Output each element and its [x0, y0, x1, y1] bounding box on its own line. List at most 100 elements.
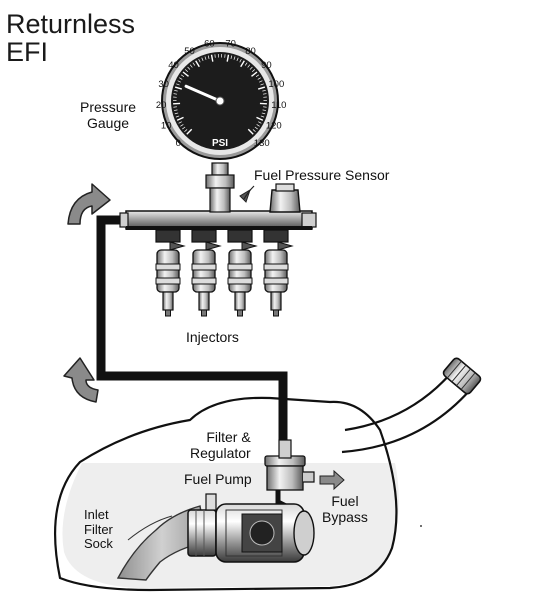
- flow-arrow-lower: [63, 357, 99, 403]
- injector-tip: [198, 291, 210, 311]
- injector-tip: [234, 291, 246, 311]
- gauge-scale-label: 130: [254, 138, 270, 149]
- title-line-1: Returnless: [6, 9, 136, 39]
- fuel-cap: [442, 357, 482, 395]
- fuel-bypass-label: Fuel Bypass: [322, 493, 368, 525]
- gauge-fitting: [205, 162, 235, 213]
- gauge-major-tick: [226, 54, 230, 62]
- injector-body: [228, 249, 252, 293]
- gauge-scale-label: 100: [268, 79, 284, 90]
- injector: [227, 229, 258, 317]
- injector-tip: [162, 291, 174, 311]
- gauge-minor-tick: [255, 74, 260, 78]
- gauge-scale-label: 10: [161, 121, 172, 132]
- gauge-scale-label: 110: [271, 100, 286, 111]
- filter-regulator: [264, 439, 315, 491]
- gauge-minor-tick: [247, 64, 251, 68]
- injector-connector: [169, 241, 186, 251]
- gauge-minor-tick: [175, 115, 180, 118]
- gauge-minor-tick: [258, 121, 262, 124]
- gauge-minor-tick: [187, 66, 191, 70]
- gauge-minor-tick: [262, 93, 267, 95]
- gauge-minor-tick: [174, 89, 178, 92]
- gauge-minor-tick: [260, 115, 265, 118]
- fuel-pressure-sensor-label: Fuel Pressure Sensor: [254, 167, 390, 183]
- fuel-rail: [119, 210, 317, 230]
- gauge-minor-tick: [174, 112, 179, 115]
- injector: [263, 229, 294, 317]
- gauge-minor-tick: [184, 69, 189, 73]
- fuel-bypass-label-line-2: Bypass: [322, 508, 368, 525]
- injector-band: [263, 277, 289, 285]
- fuel-bypass-label-line-1: Fuel: [331, 493, 359, 509]
- injector-band: [227, 277, 253, 285]
- gauge-minor-tick: [177, 80, 181, 83]
- gauge-major-tick: [210, 54, 214, 62]
- gauge-hub: [215, 96, 225, 106]
- injector-band: [155, 263, 181, 271]
- injector-nozzle: [273, 309, 279, 317]
- injectors-label: Injectors: [186, 329, 239, 345]
- title-line-2: EFI: [6, 37, 49, 68]
- gauge-scale-label: 80: [245, 46, 256, 57]
- gauge-minor-tick: [262, 109, 267, 111]
- gauge-minor-tick: [173, 93, 178, 95]
- injector-cap: [263, 229, 289, 243]
- inlet-filter-sock-label-line-2: Filter: [84, 521, 113, 537]
- gauge-minor-tick: [180, 124, 184, 127]
- gauge-minor-tick: [173, 109, 178, 111]
- filter-regulator-label-line-1: Filter &: [206, 429, 251, 445]
- filler-neck: [341, 357, 482, 454]
- pressure-gauge-label-line-2: Gauge: [86, 114, 130, 131]
- gauge-major-tick: [247, 128, 254, 135]
- gauge-minor-tick: [198, 58, 201, 63]
- tank-outline: [54, 396, 398, 592]
- inlet-filter-sock-label-line-1: Inlet: [84, 507, 109, 522]
- gauge-major-tick: [240, 60, 245, 68]
- gauge-minor-tick: [189, 64, 193, 68]
- gauge-major-tick: [195, 60, 200, 68]
- gauge-minor-tick: [179, 77, 183, 80]
- injector-band: [191, 263, 217, 271]
- gauge-minor-tick: [207, 55, 210, 59]
- injector: [155, 229, 186, 317]
- injector-nozzle: [165, 309, 171, 317]
- injector-cap: [191, 229, 217, 243]
- pressure-gauge-label: Pressure Gauge: [80, 99, 137, 131]
- gauge-major-tick: [182, 71, 189, 77]
- gauge-scale-label: 0: [176, 138, 181, 149]
- gauge-minor-tick: [244, 62, 248, 66]
- gauge-minor-tick: [254, 126, 258, 130]
- gauge-scale-label: 50: [184, 46, 195, 57]
- injector-body: [156, 249, 180, 293]
- filter-regulator-label-line-2: Regulator: [190, 444, 251, 461]
- gauge-scale-label: 40: [168, 60, 179, 71]
- gauge-minor-tick: [261, 112, 266, 115]
- gauge-minor-tick: [192, 62, 196, 66]
- gauge-scale-label: 70: [225, 38, 236, 49]
- gauge-unit: PSI: [212, 138, 228, 149]
- gauge-minor-tick: [262, 89, 266, 92]
- gauge-minor-tick: [182, 126, 186, 130]
- injector-connector: [277, 241, 294, 251]
- gauge-minor-tick: [178, 121, 182, 124]
- pressure-gauge-label-line-1: Pressure: [80, 99, 137, 115]
- diagram-title: Returnless EFI: [6, 10, 135, 67]
- gauge-minor-tick: [256, 124, 260, 127]
- injector-body: [264, 249, 288, 293]
- injector-band: [263, 263, 289, 271]
- injector-band: [155, 277, 181, 285]
- injector-connector: [205, 241, 222, 251]
- fuel-pressure-sensor: [269, 183, 301, 213]
- gauge-minor-tick: [259, 80, 263, 83]
- bypass-arrow: [319, 469, 345, 491]
- gauge-major-tick: [176, 116, 184, 121]
- gauge-minor-tick: [239, 58, 242, 63]
- gauge-major-tick: [257, 86, 266, 90]
- fuel-pump: [187, 493, 315, 563]
- gauge-minor-tick: [236, 57, 239, 62]
- gauge-scale-label: 20: [156, 100, 167, 111]
- inlet-filter-sock-label: Inlet Filter Sock: [84, 507, 113, 552]
- gauge-minor-tick: [233, 56, 236, 60]
